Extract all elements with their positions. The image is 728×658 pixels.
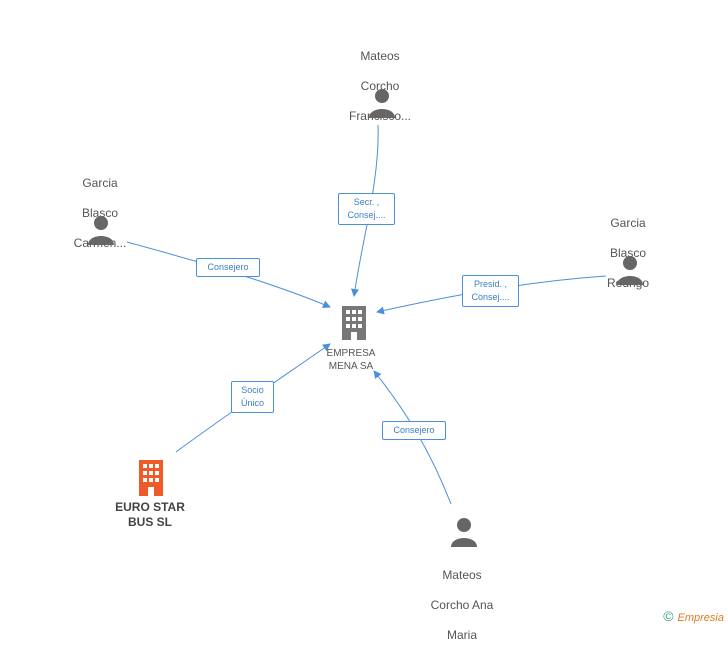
person-label-mateos-ana[interactable]: Mateos Corcho Ana Maria: [412, 553, 512, 658]
name-line: Corcho: [360, 79, 400, 93]
edge-label-line: Único: [240, 398, 264, 408]
name-line: Mateos: [442, 568, 482, 582]
name-line: Garcia: [82, 176, 118, 190]
brand-footer: ©Empresia: [663, 608, 724, 624]
name-line: Blasco: [609, 246, 647, 260]
company-label-line1: EURO STAR: [115, 500, 185, 514]
building-icon[interactable]: [340, 306, 368, 340]
edge-label-mateos-ana[interactable]: Consejero: [382, 421, 446, 440]
brand-logo: Empresia: [677, 612, 724, 624]
person-label-mateos-francisco[interactable]: Mateos Corcho Francisco...: [330, 34, 430, 139]
edge-label-line: Consej....: [347, 210, 386, 220]
euro-star-company-label[interactable]: EURO STAR BUS SL: [100, 500, 200, 530]
name-line: Mateos: [360, 49, 400, 63]
edge-label-garcia-rodrigo[interactable]: Presid. , Consej....: [462, 275, 519, 307]
name-line: Blasco: [81, 206, 119, 220]
person-icon[interactable]: [86, 215, 116, 245]
edge-label-line: Consej....: [471, 292, 510, 302]
copyright-icon: ©: [663, 608, 674, 624]
edge-label-garcia-carmen[interactable]: Consejero: [196, 258, 260, 277]
center-company-label[interactable]: EMPRESA MENA SA: [310, 347, 392, 373]
edge-label-line: Consejero: [207, 262, 249, 272]
name-line: Garcia: [610, 216, 646, 230]
center-label-line1: EMPRESA: [326, 348, 376, 359]
person-icon[interactable]: [615, 255, 645, 285]
center-label-line2: MENA SA: [328, 361, 374, 372]
edge-label-line: Secr. ,: [353, 197, 380, 207]
edge-label-line: Socio: [241, 385, 264, 395]
edge-label-euro-star[interactable]: Socio Único: [231, 381, 274, 413]
edge-label-line: Presid. ,: [473, 279, 507, 289]
building-icon[interactable]: [137, 460, 165, 496]
name-line: Maria: [446, 628, 477, 642]
edge-label-line: Consejero: [393, 425, 435, 435]
edge-label-mateos-francisco[interactable]: Secr. , Consej....: [338, 193, 395, 225]
person-label-garcia-rodrigo[interactable]: Garcia Blasco Rodrigo: [578, 201, 678, 306]
person-label-garcia-carmen[interactable]: Garcia Blasco Carmen...: [50, 161, 150, 266]
person-icon[interactable]: [367, 88, 397, 118]
name-line: Corcho Ana: [430, 598, 494, 612]
company-label-line2: BUS SL: [127, 515, 172, 529]
person-icon[interactable]: [449, 517, 479, 547]
